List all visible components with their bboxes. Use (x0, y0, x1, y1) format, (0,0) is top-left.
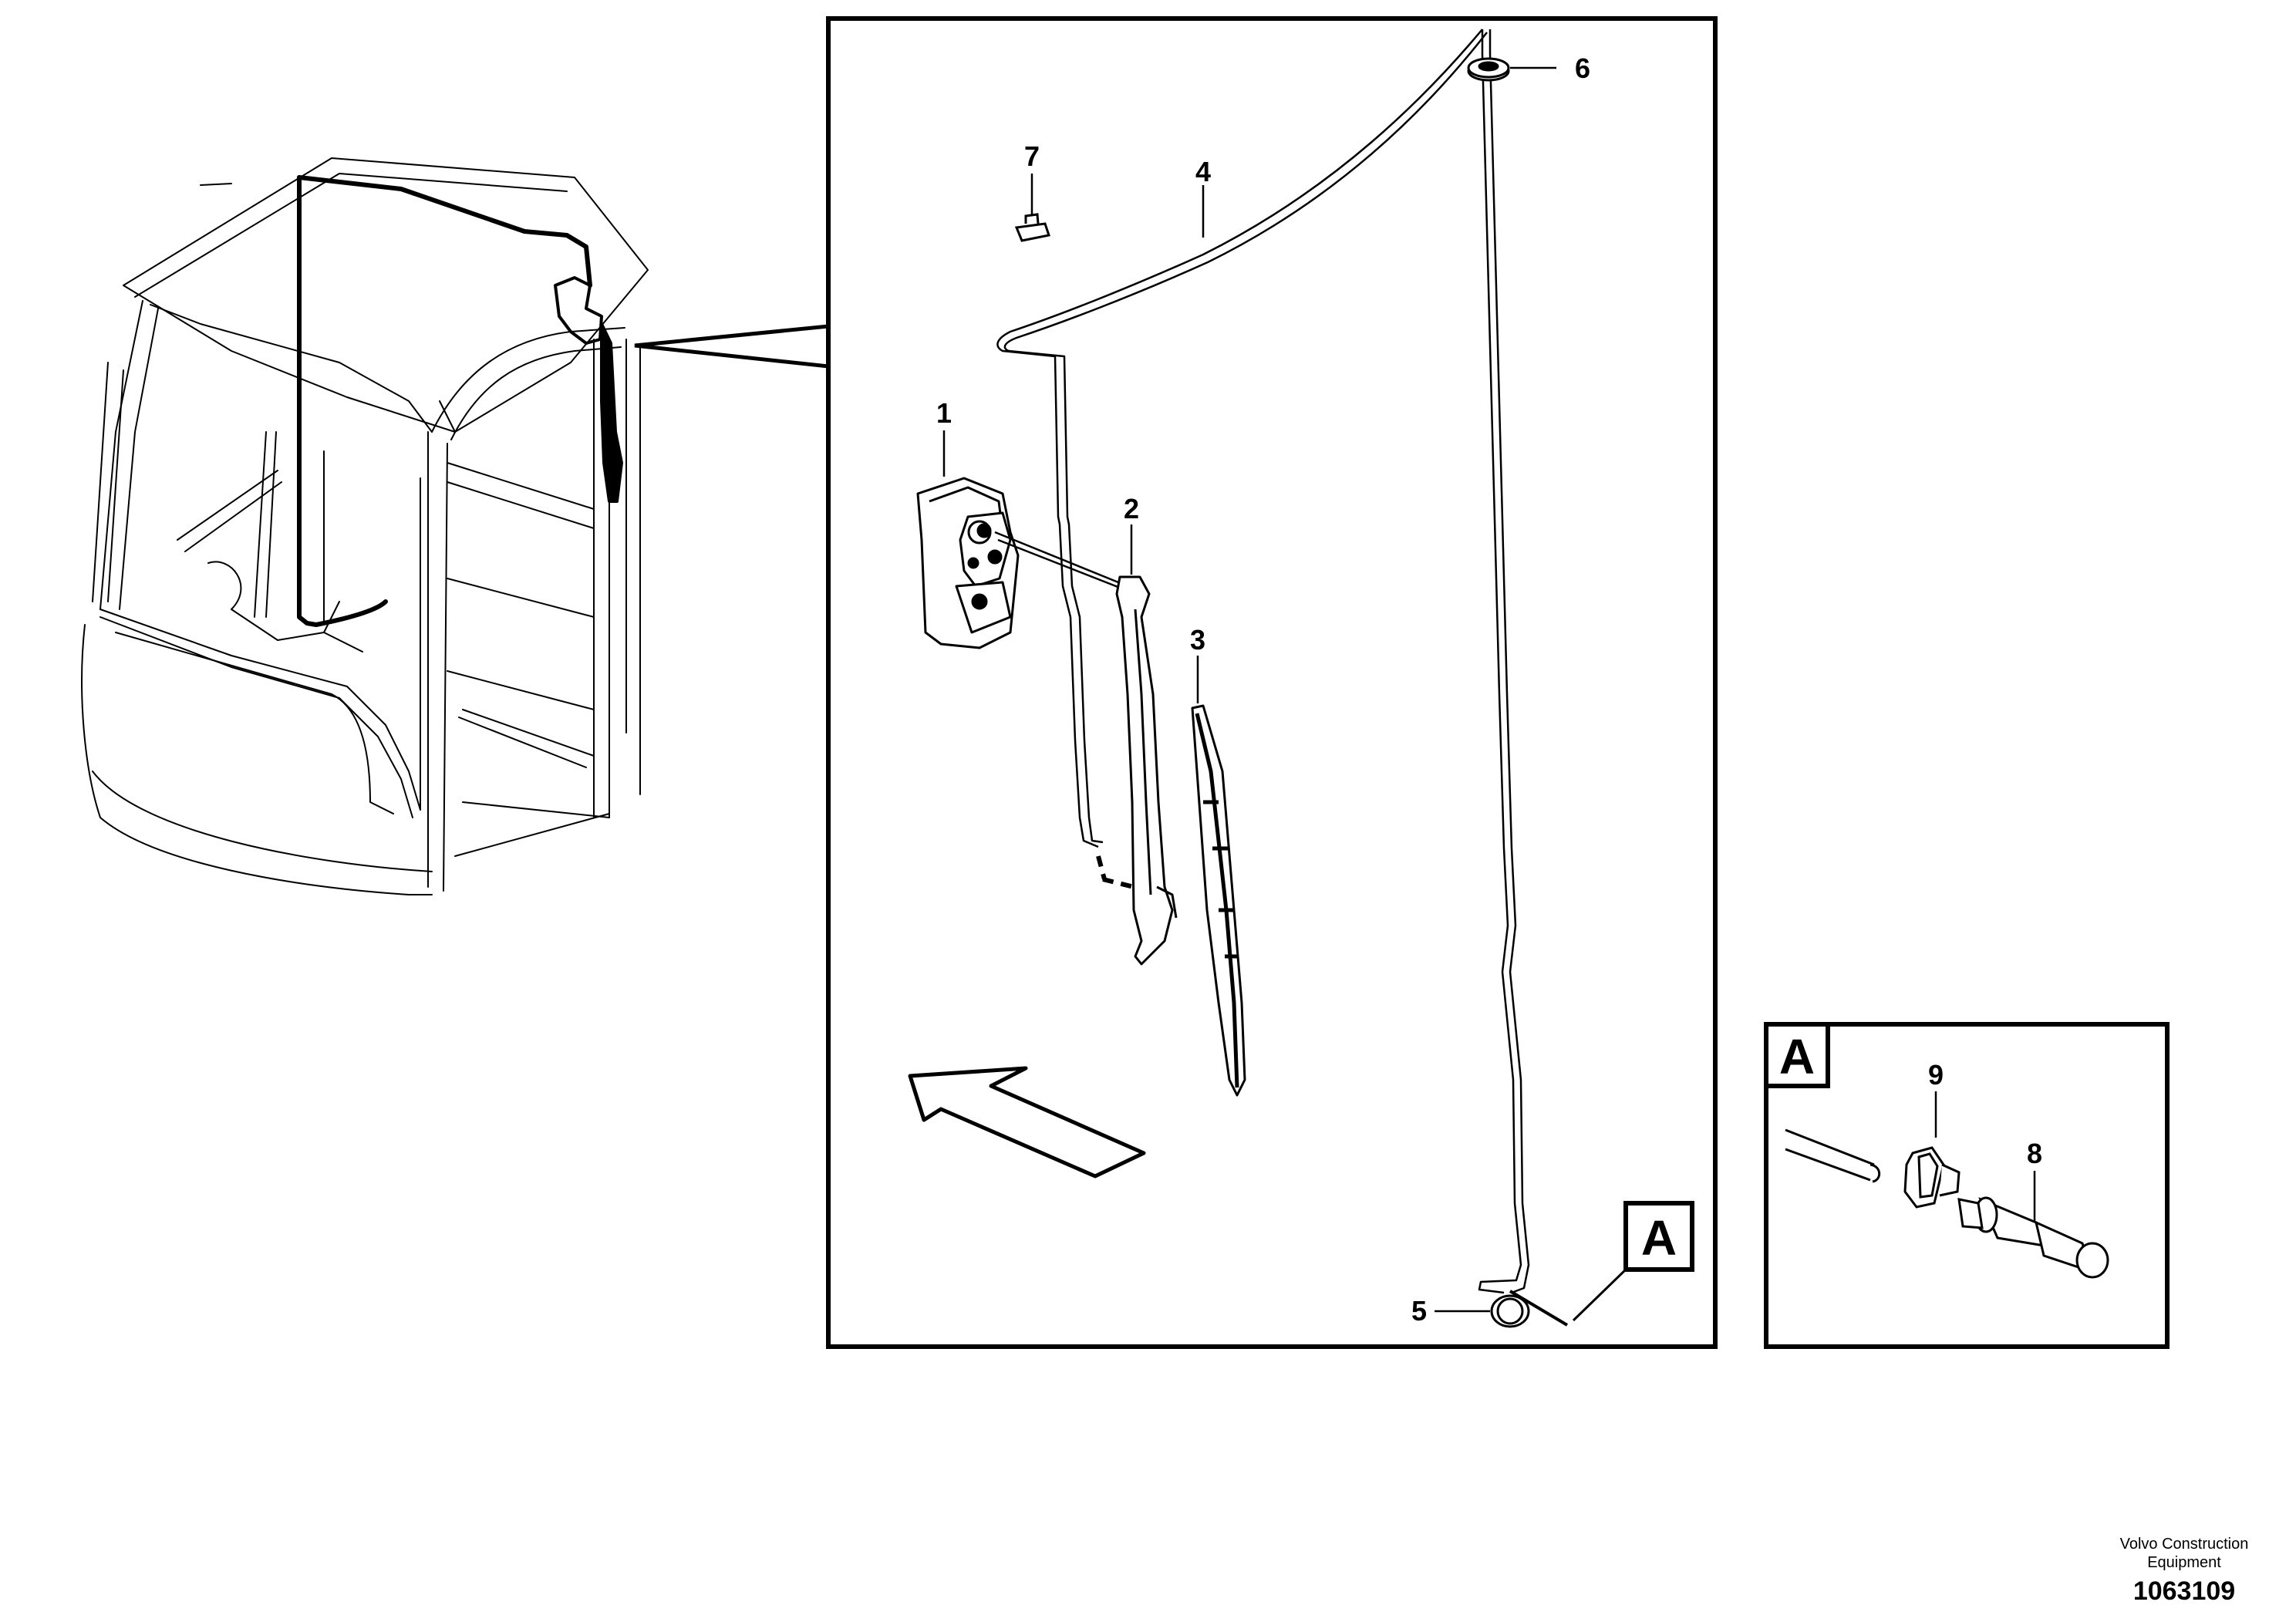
detail-ref-box-main: A (1572, 1201, 1694, 1322)
cab-illustration (81, 157, 649, 895)
company-name: Volvo Construction Equipment (2119, 1536, 2249, 1571)
detail-clip (1903, 1146, 1961, 1209)
cab-washer-hose (297, 175, 592, 627)
callout-9: 9 (1928, 1059, 1944, 1091)
zoom-leader (634, 324, 831, 369)
hose-clip (1014, 213, 1050, 242)
callout-labels: 1 2 3 4 5 6 7 8 9 (936, 52, 2042, 1327)
callout-5: 5 (1411, 1295, 1427, 1327)
callout-8: 8 (2027, 1138, 2042, 1169)
cab-wiper-assembly (554, 276, 623, 503)
grommet-bottom (1490, 1294, 1530, 1328)
motor-shaft (994, 531, 1121, 589)
wiper-arm (1115, 575, 1178, 966)
grommet-top (1467, 57, 1510, 82)
wiper-blade (1191, 704, 1246, 1097)
callout-2: 2 (1124, 493, 1139, 524)
callout-7: 7 (1024, 140, 1040, 172)
callout-leaders (942, 66, 2036, 1313)
view-direction-arrow (908, 1066, 1146, 1179)
callout-3: 3 (1190, 624, 1205, 656)
main-detail-frame (826, 16, 1718, 1349)
detail-ref-box-a: A (1764, 1022, 1830, 1088)
detail-ref-label-main: A (1641, 1210, 1677, 1266)
detail-ref-label-a: A (1779, 1029, 1815, 1084)
wiper-motor (916, 477, 1020, 649)
detail-a-frame (1764, 1022, 2170, 1349)
callout-6: 6 (1575, 52, 1590, 84)
callout-4: 4 (1195, 156, 1211, 187)
detail-nozzle (1957, 1196, 2109, 1279)
callout-1: 1 (936, 397, 952, 429)
document-number: 1063109 (2132, 1576, 2236, 1606)
detail-hose (1785, 1128, 1881, 1183)
